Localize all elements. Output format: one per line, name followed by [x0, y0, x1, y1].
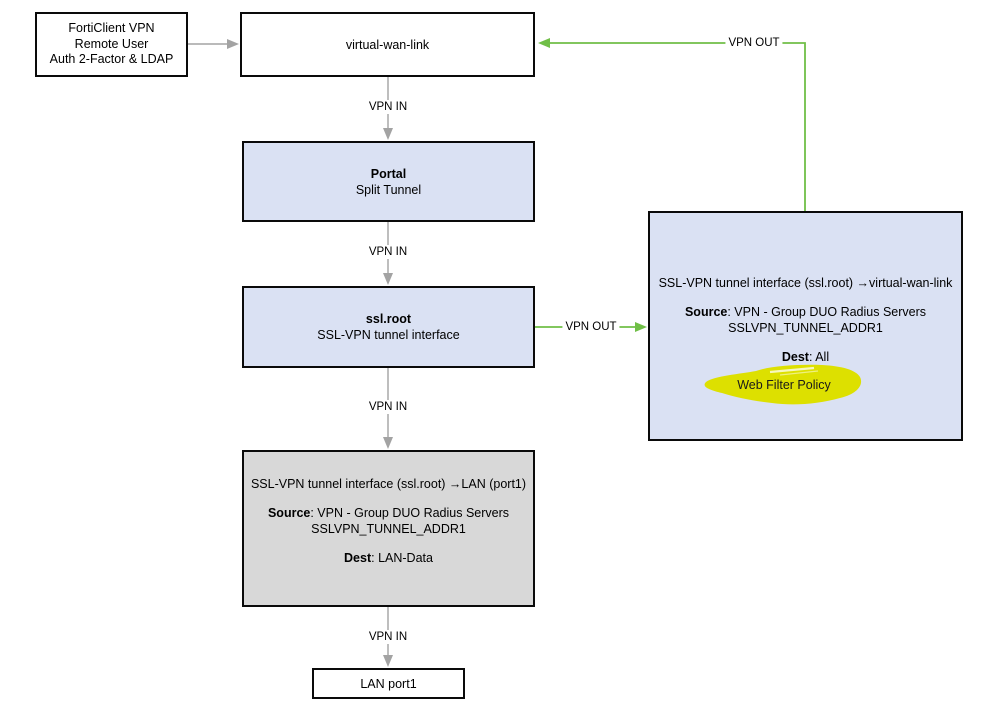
ssl-root-title: ssl.root — [365, 312, 412, 326]
node-ssl-root: ssl.root SSL-VPN tunnel interface — [242, 286, 535, 368]
policy-lan-title: SSL-VPN tunnel interface (ssl.root) →LAN… — [250, 477, 527, 491]
ssl-root-subtitle: SSL-VPN tunnel interface — [317, 328, 460, 342]
web-filter-policy-label: Web Filter Policy — [737, 378, 831, 392]
edge-label-vpn-in-2: VPN IN — [365, 245, 411, 259]
policy-lan-source-value: : VPN - Group DUO Radius Servers — [310, 506, 510, 520]
forticlient-line2: Remote User — [74, 36, 149, 51]
policy-wan-dest-value: : All — [808, 350, 830, 364]
node-policy-ssl-to-lan: SSL-VPN tunnel interface (ssl.root) →LAN… — [242, 450, 535, 607]
edge-label-vpn-out-mid: VPN OUT — [562, 320, 620, 334]
forticlient-line1: FortiClient VPN — [68, 21, 155, 36]
portal-subtitle: Split Tunnel — [355, 182, 422, 197]
policy-wan-dest: Dest: All — [782, 349, 829, 365]
edge-remote-to-wan — [188, 39, 239, 49]
policy-lan-dest-value: : LAN-Data — [371, 551, 433, 565]
edge-wanpolicy-to-wan — [538, 38, 806, 211]
policy-wan-source-value: : VPN - Group DUO Radius Servers — [727, 305, 927, 319]
policy-lan-dest-label: Dest — [344, 551, 372, 565]
edge-label-vpn-in-3: VPN IN — [365, 400, 411, 414]
edge-label-vpn-in-4: VPN IN — [365, 630, 411, 644]
policy-wan-source-label: Source — [684, 305, 728, 319]
virtual-wan-link-label: virtual-wan-link — [345, 37, 430, 52]
policy-wan-source: Source: VPN - Group DUO Radius Servers — [685, 304, 926, 320]
policy-wan-dest-label: Dest — [781, 350, 809, 364]
edge-label-vpn-out-top: VPN OUT — [725, 36, 783, 50]
policy-lan-source-addr: SSLVPN_TUNNEL_ADDR1 — [311, 522, 466, 536]
web-filter-highlight: Web Filter Policy — [700, 362, 868, 408]
node-policy-ssl-to-wan: SSL-VPN tunnel interface (ssl.root) →vir… — [648, 211, 963, 441]
forticlient-line3: Auth 2-Factor & LDAP — [49, 52, 174, 67]
portal-title: Portal — [370, 166, 407, 181]
policy-lan-source-label: Source — [267, 506, 311, 520]
highlighter-stroke-icon — [704, 364, 862, 405]
policy-wan-title: SSL-VPN tunnel interface (ssl.root) →vir… — [658, 276, 953, 290]
node-lan-port1: LAN port1 — [312, 668, 465, 699]
policy-lan-dest: Dest: LAN-Data — [344, 550, 433, 566]
node-portal: Portal Split Tunnel — [242, 141, 535, 222]
lan-port1-label: LAN port1 — [360, 676, 417, 691]
node-virtual-wan-link: virtual-wan-link — [240, 12, 535, 77]
policy-lan-source: Source: VPN - Group DUO Radius Servers — [268, 505, 509, 521]
node-forticlient: FortiClient VPN Remote User Auth 2-Facto… — [35, 12, 188, 77]
edge-label-vpn-in-1: VPN IN — [365, 100, 411, 114]
policy-wan-source-addr: SSLVPN_TUNNEL_ADDR1 — [728, 321, 883, 335]
